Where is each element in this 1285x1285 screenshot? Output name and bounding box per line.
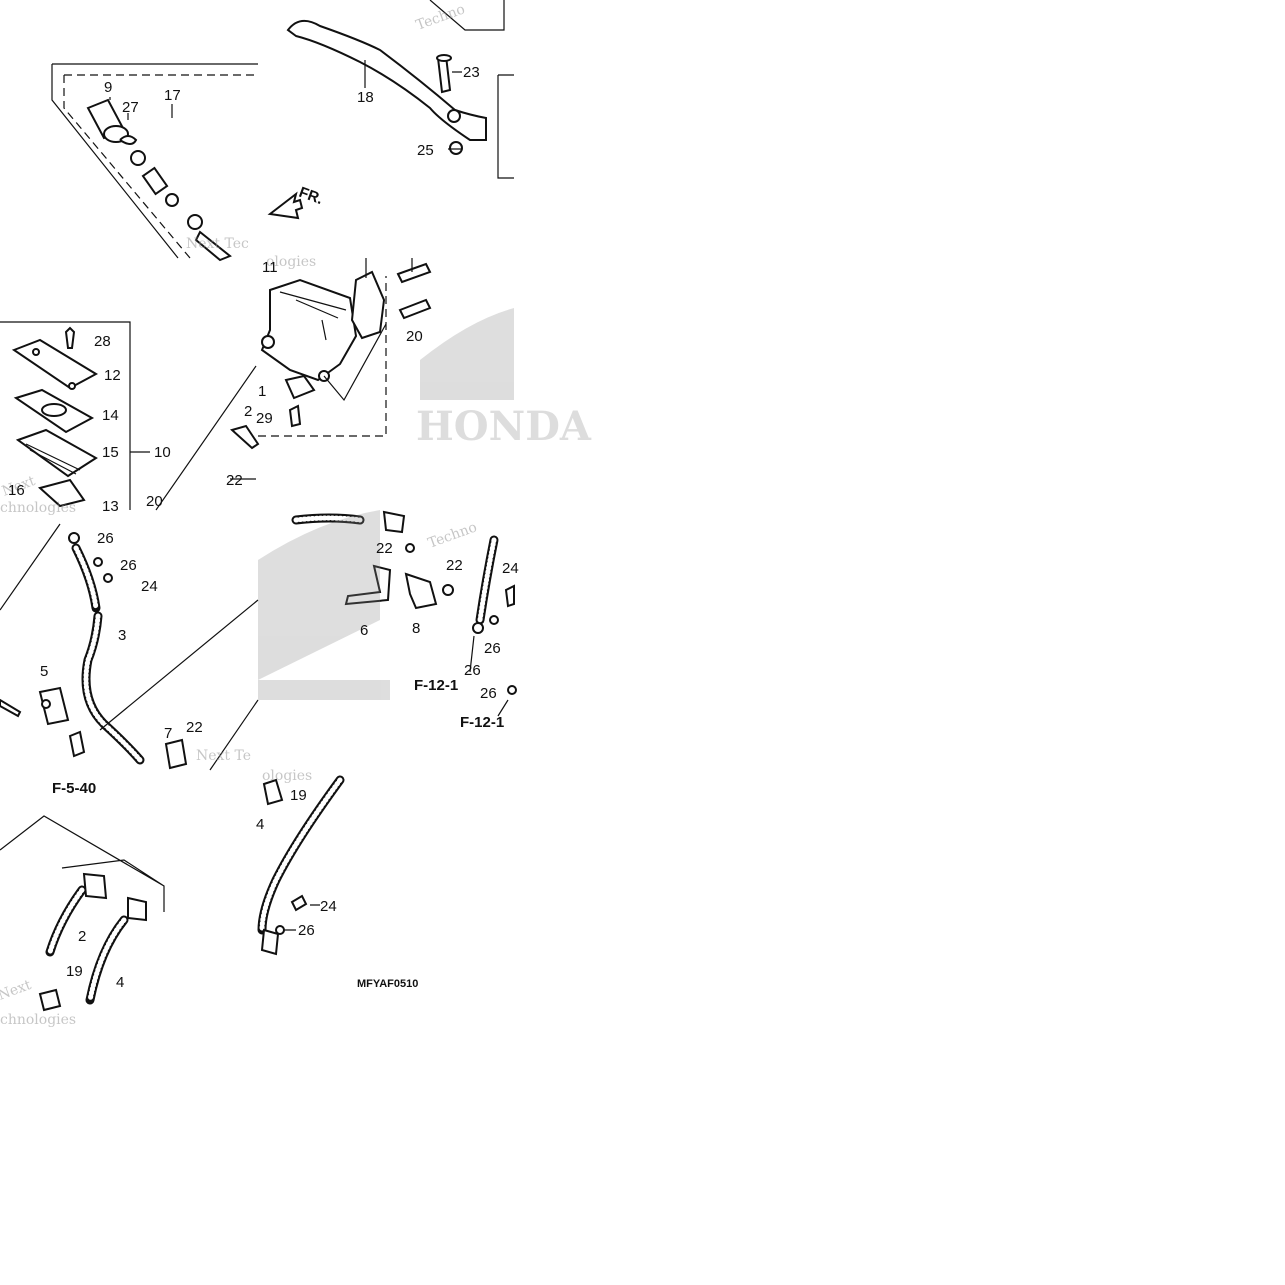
part-label: 8 — [412, 620, 420, 637]
watermark: chnologies — [0, 1012, 76, 1028]
master-cylinder-internals-panel — [51, 63, 258, 262]
watermark: Next Te — [196, 748, 251, 764]
part-label: 23 — [463, 64, 480, 81]
part-label: 6 — [360, 622, 368, 639]
part-label: 2 — [78, 928, 86, 945]
watermark: ologies — [262, 768, 312, 784]
part-label: 7 — [164, 725, 172, 742]
part-label: 26 — [97, 530, 114, 547]
part-label: 26 — [480, 685, 497, 702]
part-label: 17 — [164, 87, 181, 104]
part-label: 10 — [154, 444, 171, 461]
part-label: 5 — [40, 663, 48, 680]
part-label: 26 — [120, 557, 137, 574]
part-label: 14 — [102, 407, 119, 424]
watermark: Techno — [414, 1, 467, 33]
figure-reference: F-12-1 — [460, 714, 504, 731]
part-label: 22 — [226, 472, 243, 489]
part-label: 22 — [446, 557, 463, 574]
part-label: 26 — [298, 922, 315, 939]
watermark: Techno — [426, 519, 479, 551]
watermarks: Techno Next Tec ologies Next chnologies … — [0, 1, 479, 1028]
master-cylinder-body-panel: HONDA — [130, 258, 592, 511]
brake-hose-routing-panel — [0, 510, 517, 771]
watermark: ologies — [266, 254, 316, 270]
part-label: 9 — [104, 79, 112, 96]
part-label: 20 — [146, 493, 163, 510]
part-label: 16 — [8, 482, 25, 499]
part-label: 24 — [502, 560, 519, 577]
part-label: 22 — [376, 540, 393, 557]
part-label: 22 — [186, 719, 203, 736]
figure-reference: F-12-1 — [414, 677, 458, 694]
part-label: 26 — [484, 640, 501, 657]
honda-wing-watermark-2 — [258, 510, 390, 700]
watermark: Next — [0, 977, 34, 1004]
part-label: 4 — [116, 974, 124, 991]
part-label: 26 — [464, 662, 481, 679]
part-labels: 11 1 2 3 4 5 6 7 8 9 10 12 13 14 15 16 1… — [8, 64, 519, 991]
part-label: 15 — [102, 444, 119, 461]
part-label: 27 — [122, 99, 139, 116]
figure-reference: F-5-40 — [52, 780, 96, 797]
watermark: chnologies — [0, 500, 76, 516]
part-label: 18 — [357, 89, 374, 106]
part-label: 28 — [94, 333, 111, 350]
part-label: 19 — [290, 787, 307, 804]
brand-text: HONDA — [416, 403, 592, 450]
part-label: 1 — [258, 383, 266, 400]
part-label: 3 — [118, 627, 126, 644]
part-label: 4 — [256, 816, 264, 833]
honda-wing-watermark: HONDA — [416, 308, 592, 450]
watermark: Next Tec — [186, 236, 249, 252]
part-label: 20 — [406, 328, 423, 345]
part-label: 24 — [141, 578, 158, 595]
diagram-code: MFYAF0510 — [357, 978, 418, 990]
part-label: 12 — [104, 367, 121, 384]
reservoir-cap-panel — [0, 321, 131, 510]
part-label: 29 — [256, 410, 273, 427]
lower-hose-panel — [0, 775, 345, 1012]
part-label: 2 — [244, 403, 252, 420]
part-label: 19 — [66, 963, 83, 980]
part-label: 24 — [320, 898, 337, 915]
part-label: 13 — [102, 498, 119, 515]
part-label: 11 — [262, 259, 278, 276]
part-label: 25 — [417, 142, 434, 159]
brake-lever-panel — [267, 0, 514, 220]
